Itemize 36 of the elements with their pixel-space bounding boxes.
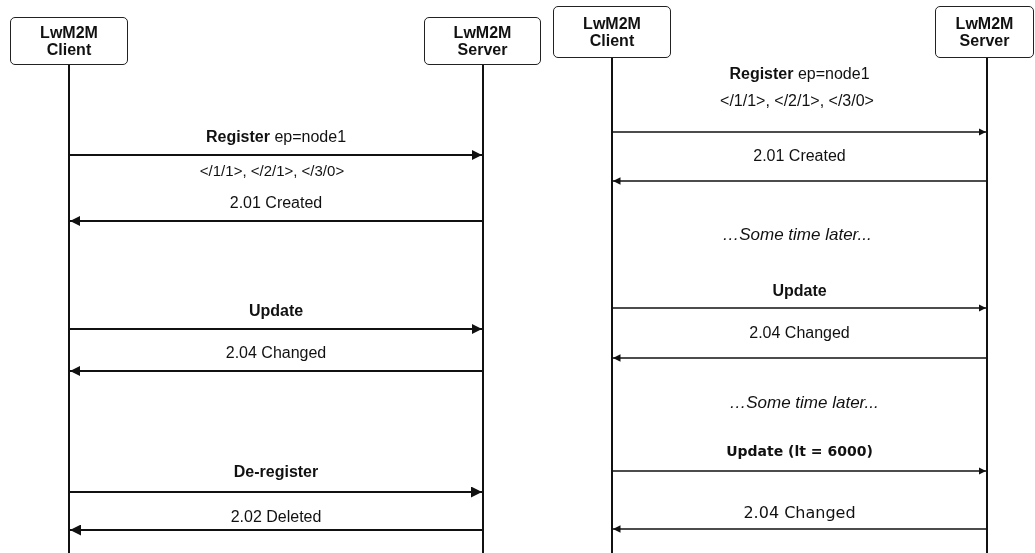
message-arrow [69,366,484,376]
message-arrow [611,467,987,475]
participant [935,6,1034,553]
message-arrow [612,525,988,533]
message-arrow [611,128,987,136]
edge-label: Register ep=node1 [729,65,870,83]
participant [10,17,128,553]
message-arrow [611,304,987,312]
edge-label: 2.04 Changed [749,324,850,342]
participant-box: LwM2M Client [10,17,128,65]
participant-box: LwM2M Server [935,6,1034,58]
message-arrow [69,216,484,226]
edge-label: 2.01 Created [753,147,846,165]
message-arrow [612,354,988,362]
edge-label: Update [772,282,827,300]
edge-label: 2.01 Created [229,194,323,212]
participant [553,6,671,553]
participant-box: LwM2M Client [553,6,671,58]
edge-label: Update (lt = 6000) [726,442,873,460]
participant-box: LwM2M Server [424,17,541,65]
edge-label: 2.04 Changed [225,344,327,362]
edge-label: Update [248,302,304,320]
time-gap-note: …Some time later... [729,394,879,412]
payload-text: </1/1>, </2/1>, </3/0> [199,162,345,180]
participant [424,17,541,553]
message-arrow [70,524,483,536]
edge-label: De-register [233,463,319,481]
edge-label: Register ep=node1 [205,128,347,146]
edge-label: 2.04 Changed [743,504,856,522]
time-gap-note: …Some time later... [722,226,872,244]
message-arrow [69,486,482,498]
edge-label: 2.02 Deleted [230,508,322,526]
payload-text: </1/1>, </2/1>, </3/0> [720,92,874,110]
message-arrow [68,150,483,160]
message-arrow [68,324,483,334]
message-arrow [612,177,988,185]
